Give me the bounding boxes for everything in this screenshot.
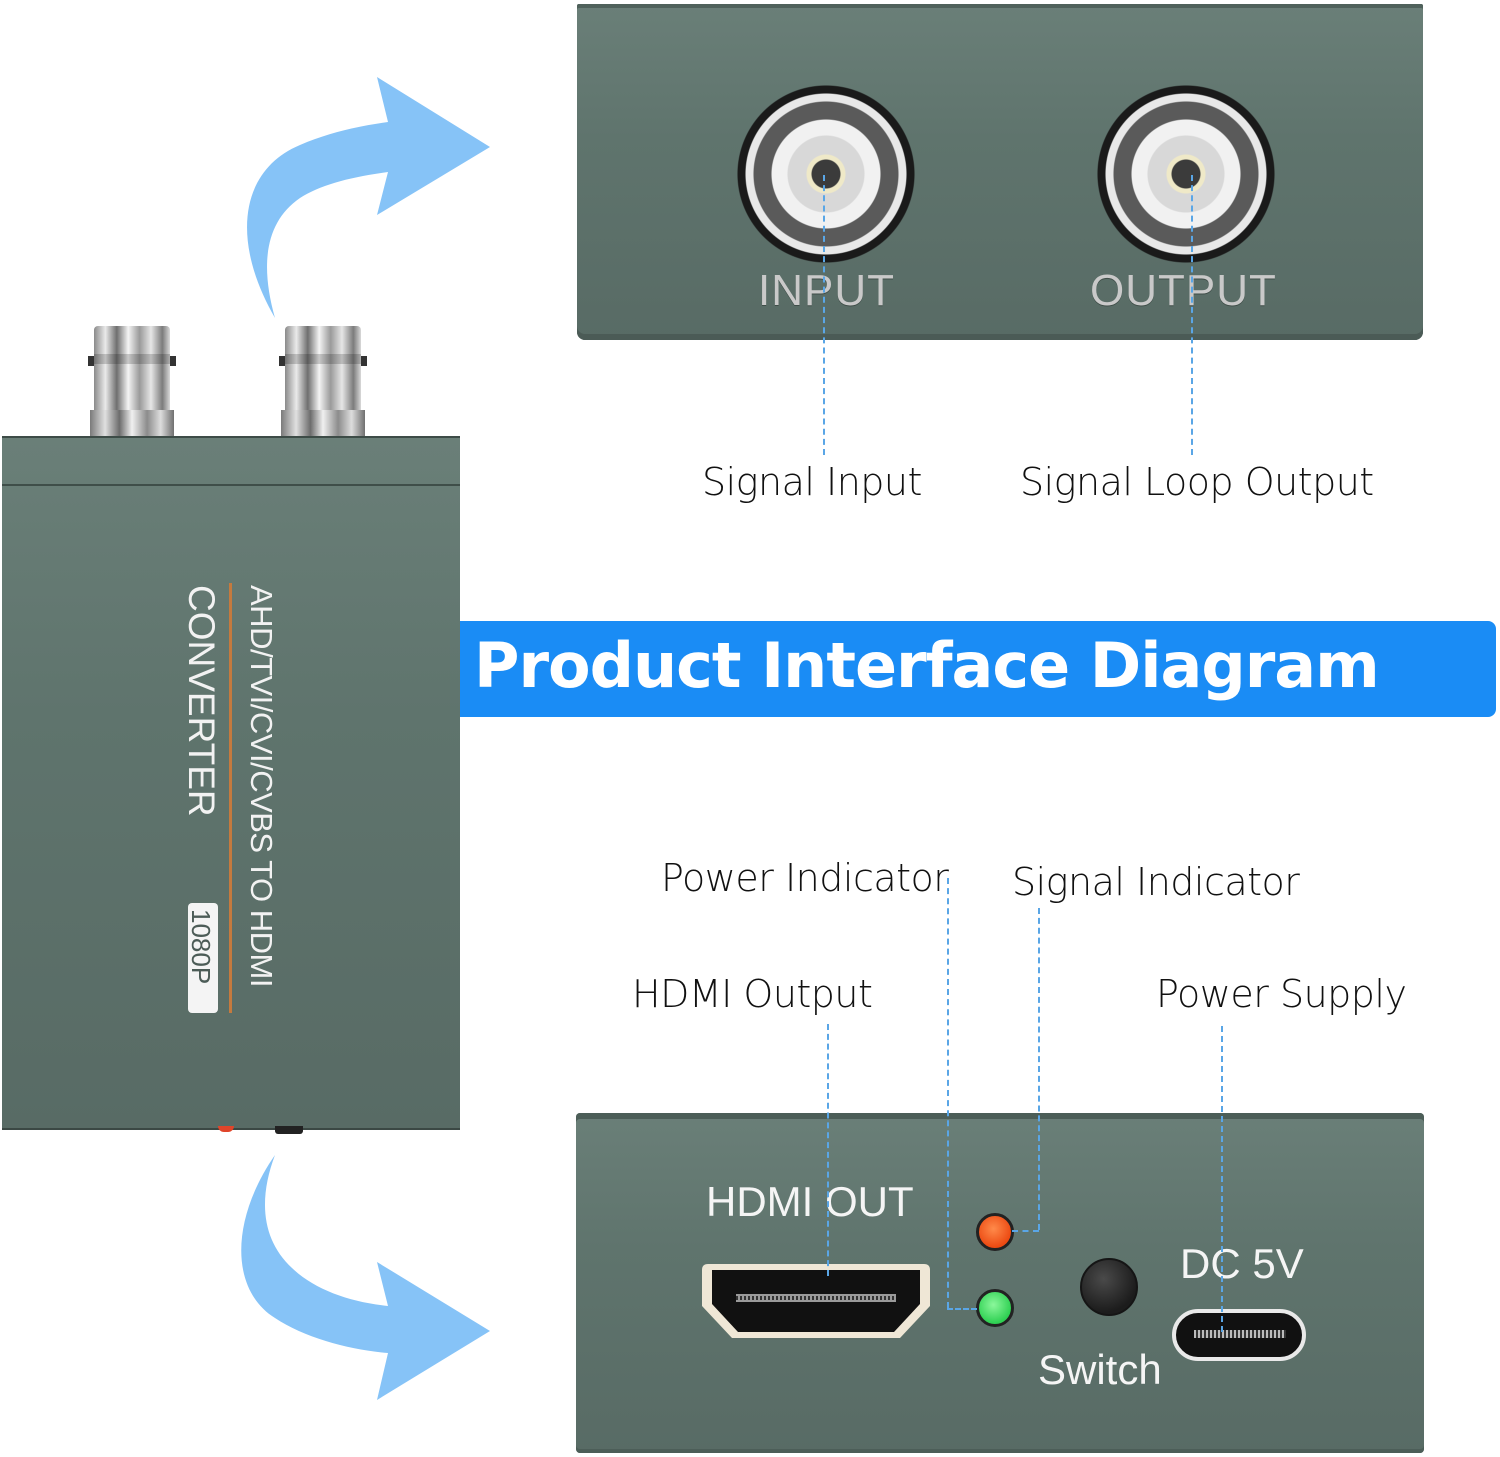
title-banner xyxy=(460,621,1496,717)
output-port-label: OUTPUT xyxy=(1090,266,1277,315)
hdmi-port xyxy=(702,1264,930,1338)
leader-line-power-indicator-h xyxy=(947,1308,977,1310)
bnc-input-port xyxy=(734,82,918,266)
device-led-edge xyxy=(218,1126,234,1132)
top-panel-closeup xyxy=(577,4,1423,340)
device-switch-edge xyxy=(275,1126,303,1134)
curved-arrow-down-icon xyxy=(241,1155,490,1400)
dc-5v-label: DC 5V xyxy=(1180,1240,1304,1287)
resolution-badge: 1080P xyxy=(186,903,218,1013)
curved-arrow-up-icon xyxy=(247,77,490,318)
callout-signal-loop-output: Signal Loop Output xyxy=(1020,460,1374,504)
leader-line-power-supply xyxy=(1221,1026,1223,1332)
usb-c-pins xyxy=(1194,1330,1286,1338)
callout-power-indicator: Power Indicator xyxy=(661,856,949,900)
switch-label: Switch xyxy=(1038,1346,1162,1393)
callout-signal-input: Signal Input xyxy=(702,460,922,504)
switch-button[interactable] xyxy=(1080,1258,1138,1316)
leader-line-power-indicator-v xyxy=(947,878,949,1308)
callout-signal-indicator: Signal Indicator xyxy=(1012,860,1300,904)
hdmi-out-label: HDMI OUT xyxy=(706,1178,914,1225)
device-accent-line xyxy=(229,583,232,1013)
leader-line-signal-loop-output xyxy=(1191,175,1193,455)
device-type-text: CONVERTER xyxy=(181,585,222,817)
callout-hdmi-output: HDMI Output xyxy=(632,972,873,1016)
leader-line-signal-indicator-v xyxy=(1038,908,1040,1230)
leader-line-signal-input xyxy=(823,175,825,455)
input-port-label: INPUT xyxy=(758,266,895,315)
power-indicator-led xyxy=(976,1289,1014,1327)
bnc-output-port xyxy=(1094,82,1278,266)
callout-power-supply: Power Supply xyxy=(1156,972,1407,1016)
leader-line-signal-indicator-h xyxy=(1012,1230,1039,1232)
signal-indicator-led xyxy=(976,1213,1014,1251)
device-lid-edge xyxy=(2,484,460,486)
resolution-badge-text: 1080P xyxy=(186,909,216,985)
bnc-connector-output-top xyxy=(279,326,367,436)
device-model-text: AHD/TVI/CVI/CVBS TO HDMI xyxy=(244,585,279,987)
leader-line-hdmi-output xyxy=(827,1024,829,1276)
bnc-connector-input-top xyxy=(88,326,176,436)
banner-title: Product Interface Diagram xyxy=(474,629,1380,702)
